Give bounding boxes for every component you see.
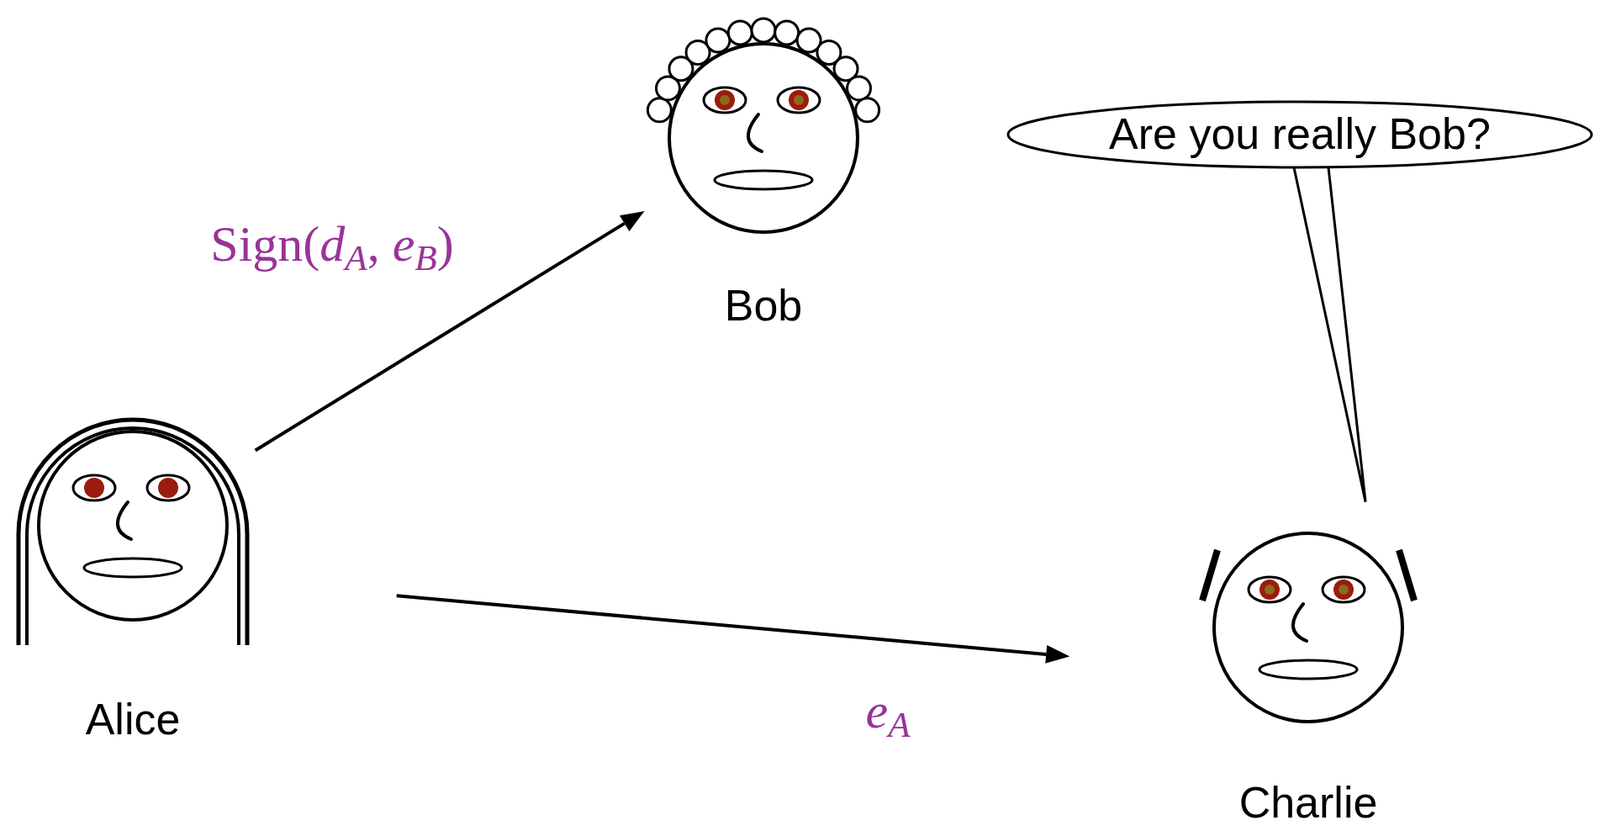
face-illustration [36, 428, 230, 623]
pupil [1264, 584, 1275, 595]
hair-curl [647, 98, 671, 122]
face-outline [669, 43, 858, 233]
edge-label-slot: Sign(dA, eB) [210, 216, 454, 272]
mouth [714, 170, 813, 190]
eye [147, 475, 190, 501]
speech-bubble: Are you really Bob? [1006, 100, 1594, 169]
pupil [714, 89, 735, 111]
face-drawing [647, 18, 879, 233]
pupil [1333, 579, 1354, 600]
hair-line [1202, 549, 1415, 601]
face-drawing [1202, 533, 1415, 722]
person-name: Charlie [1239, 778, 1379, 827]
pupil [84, 477, 105, 498]
name-label-slot: Alice [85, 695, 181, 744]
hair-curl [751, 18, 776, 43]
math-variable: e [865, 682, 888, 739]
person-node: Alice [36, 428, 230, 623]
speech-tail [1293, 167, 1366, 502]
nose [117, 501, 132, 539]
hair-curl [855, 98, 880, 122]
pupil [793, 95, 804, 106]
arrow-line [396, 595, 1047, 655]
tail-line [1293, 167, 1366, 502]
pupil [158, 477, 179, 498]
face-illustration [666, 41, 861, 235]
math-variable: e [392, 216, 416, 272]
hair-curl [775, 21, 799, 45]
nose [1293, 603, 1307, 641]
arrow-head [619, 211, 645, 232]
hair-curl [706, 28, 730, 53]
math-subscript: A [344, 237, 367, 278]
mouth [1259, 660, 1358, 679]
pupil [1259, 579, 1280, 600]
person-node: Charlie [1211, 530, 1405, 724]
name-label-slot: Charlie [1239, 778, 1379, 827]
pupil [788, 89, 809, 111]
person-name: Alice [85, 695, 181, 744]
bubble-text: Are you really Bob? [1108, 110, 1491, 159]
pupil [719, 95, 730, 106]
eye [703, 87, 746, 113]
eye [73, 475, 116, 501]
mouth [84, 558, 182, 577]
person-node: Bob [666, 41, 861, 235]
name-label-slot: Bob [724, 281, 803, 330]
face-outline [1214, 533, 1403, 722]
hair-curl [847, 76, 872, 101]
eye [777, 87, 820, 113]
math-subscript: B [414, 237, 437, 278]
bubble-text-column: Are you really Bob? [1006, 100, 1594, 169]
bubble-ellipse [1008, 101, 1592, 168]
face-outline [38, 431, 228, 620]
arrow-head [1045, 644, 1070, 664]
hair-line [18, 419, 248, 645]
edge-label-slot: eA [865, 682, 910, 739]
eye [1248, 576, 1291, 602]
eye [1322, 576, 1365, 602]
face-drawing [18, 419, 248, 645]
person-name: Bob [724, 281, 803, 330]
hair-curl [728, 21, 752, 45]
pupil [1338, 584, 1349, 595]
face-illustration [1211, 530, 1405, 724]
math-variable: d [319, 216, 345, 272]
nose [748, 114, 762, 152]
arrow-connector [396, 595, 1070, 664]
hair-line [26, 427, 239, 645]
edge-label: Sign(dA, eB) [210, 216, 454, 272]
math-subscript: A [887, 704, 910, 745]
edge-label: eA [865, 682, 910, 739]
